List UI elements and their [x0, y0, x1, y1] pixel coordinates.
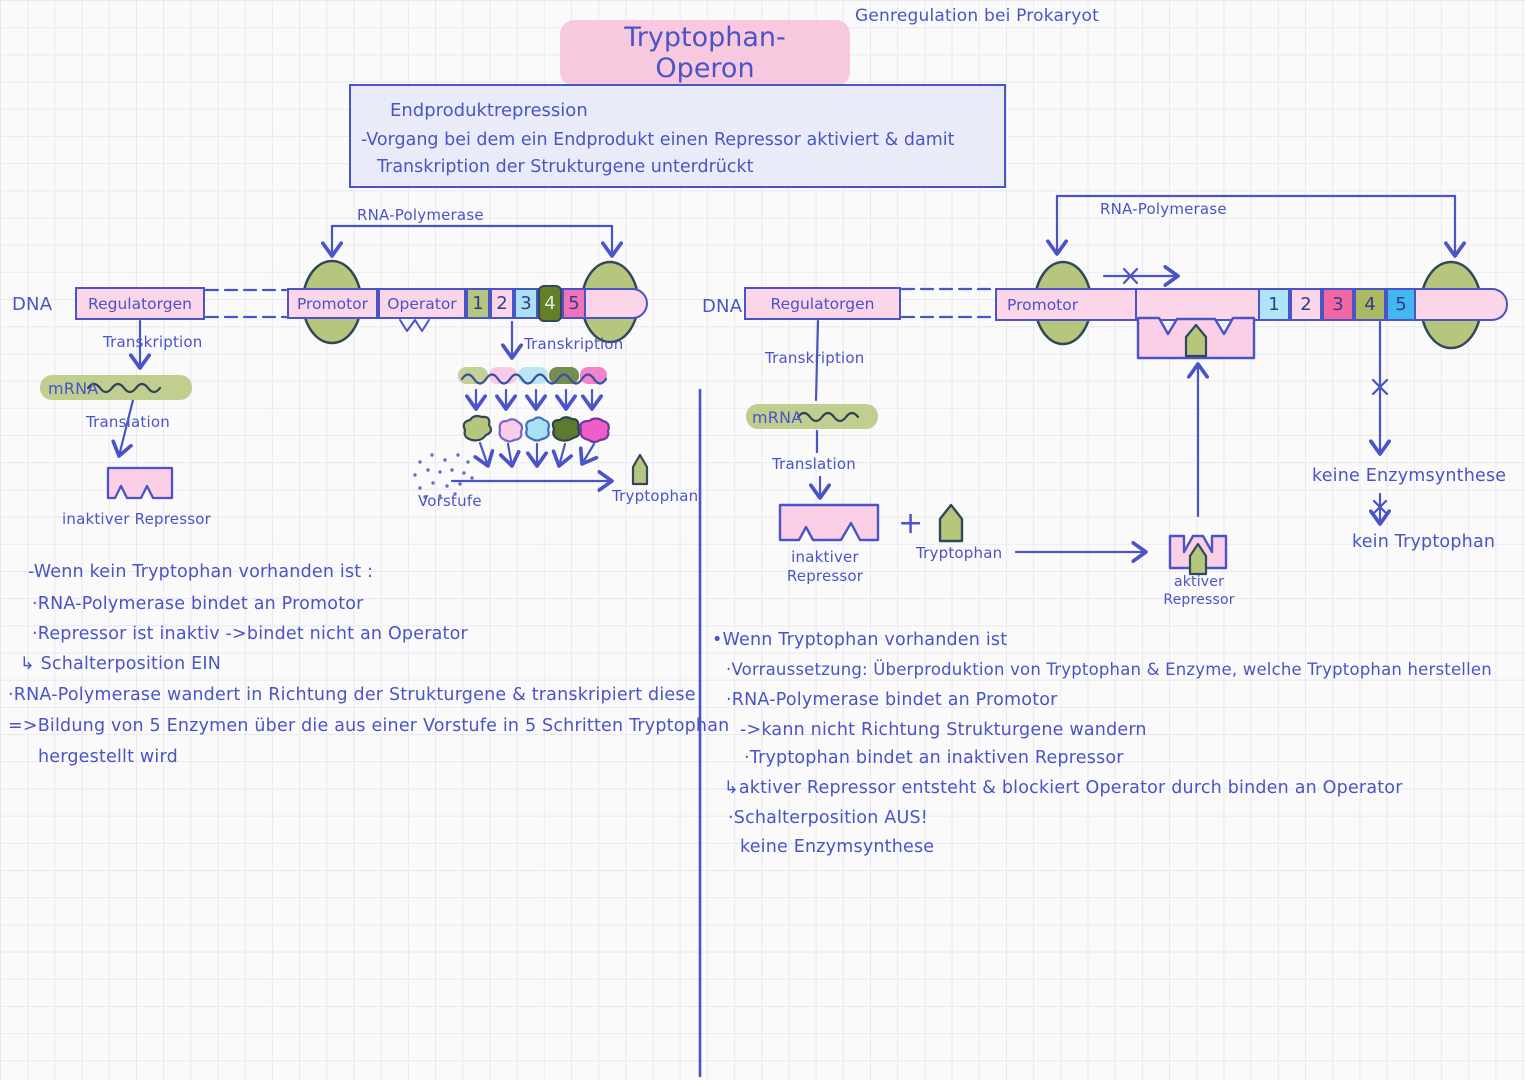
active-repressor-label: aktiver Repressor — [1163, 574, 1235, 608]
inactive-repressor-label-left: inaktiver Repressor — [62, 510, 211, 528]
transkription2-label-left: Transkription — [524, 335, 624, 353]
right-note-line: ↳aktiver Repressor entsteht & blockiert … — [724, 778, 1403, 798]
tryptophan-label-left: Tryptophan — [612, 487, 699, 505]
right-note-line: ->kann nicht Richtung Strukturgene wande… — [740, 720, 1147, 740]
bound-active-repressor-shape — [1136, 316, 1256, 360]
definition-line: -Vorgang bei dem ein Endprodukt einen Re… — [361, 130, 955, 150]
dna-label-left: DNA — [12, 294, 53, 315]
gene-box-4-left: 4 — [538, 285, 562, 322]
enzyme-blob-3 — [525, 416, 550, 442]
rna-polymerase-label-left: RNA-Polymerase — [357, 206, 484, 224]
gene-number: 1 — [472, 293, 484, 314]
definition-box: Endproduktrepression -Vorgang bei dem ei… — [349, 84, 1006, 188]
tryptophan-molecule — [938, 503, 964, 543]
gene-number: 5 — [568, 293, 580, 314]
gene-box-5-left: 5 — [562, 288, 586, 319]
gene-number: 5 — [1395, 294, 1407, 315]
tryptophan-label-right: Tryptophan — [916, 544, 1003, 562]
left-note-line: ·RNA-Polymerase wandert in Richtung der … — [8, 685, 696, 705]
inactive-repressor-shape — [106, 466, 174, 500]
mrna-label-left: mRNA — [48, 379, 99, 398]
page-title-text: Tryptophan-Operon — [560, 20, 850, 86]
gene-box-2-left: 2 — [490, 288, 514, 319]
promotor-label: Promotor — [296, 294, 369, 313]
active-repressor-shape — [1168, 534, 1228, 570]
dna-label-right: DNA — [702, 296, 743, 317]
polycistronic-mrna — [458, 367, 608, 385]
page-title: Tryptophan-Operon — [560, 20, 850, 93]
corner-note: Genregulation bei Prokaryot — [855, 6, 1099, 26]
right-note-line: ·Tryptophan bindet an inaktiven Represso… — [744, 748, 1124, 768]
regulator-gene-label: Regulatorgen — [770, 294, 875, 313]
operator-box-left: Operator — [378, 288, 466, 319]
left-note-line: ·RNA-Polymerase bindet an Promotor — [32, 594, 364, 614]
gene-box-1-right: 1 — [1258, 288, 1290, 321]
transkription-label-left: Transkription — [103, 333, 203, 351]
enzyme-blobs — [462, 414, 610, 444]
right-note-line: ·Schalterposition AUS! — [728, 808, 928, 828]
left-note-line: -Wenn kein Tryptophan vorhanden ist : — [28, 562, 374, 582]
tryptophan-molecule — [1188, 542, 1208, 576]
gene-number: 3 — [1332, 294, 1344, 315]
right-note-line: •Wenn Tryptophan vorhanden ist — [712, 630, 1008, 650]
definition-line: Transkription der Strukturgene unterdrüc… — [377, 157, 754, 177]
gene-box-3-left: 3 — [514, 288, 538, 319]
tryptophan-molecule — [631, 453, 649, 486]
gene-box-3-right: 3 — [1322, 288, 1354, 321]
gene-box-5-right: 5 — [1386, 288, 1416, 321]
tryptophan-molecule — [1184, 323, 1208, 358]
inactive-repressor-label-right: inaktiver Repressor — [786, 548, 864, 585]
no-tryptophan-label: kein Tryptophan — [1352, 532, 1496, 552]
right-note-line: keine Enzymsynthese — [740, 837, 935, 857]
transkription-label-right: Transkription — [765, 349, 865, 367]
gene-number: 4 — [544, 293, 556, 314]
gene-number: 2 — [1300, 294, 1312, 315]
inactive-repressor-shape — [778, 503, 880, 542]
enzyme-blob-2 — [498, 418, 524, 443]
vorstufe-label: Vorstufe — [418, 492, 482, 510]
no-enzyme-synthesis-label: keine Enzymsynthese — [1312, 466, 1507, 486]
left-note-line: ·Repressor ist inaktiv ->bindet nicht an… — [32, 624, 468, 644]
promotor-label: Promotor — [1007, 295, 1079, 314]
translation-label-right: Translation — [772, 455, 856, 473]
promotor-box-left: Promotor — [287, 288, 378, 319]
enzyme-blob-5 — [579, 417, 610, 444]
left-note-line: ↳ Schalterposition EIN — [20, 654, 222, 674]
definition-heading: Endproduktrepression — [390, 100, 588, 121]
enzyme-blob-1 — [462, 414, 493, 442]
gene-number: 4 — [1364, 294, 1376, 315]
gene-number: 2 — [496, 293, 508, 314]
gene-box-1-left: 1 — [466, 288, 490, 319]
gene-box-4-right: 4 — [1354, 288, 1386, 321]
translation-label-left: Translation — [86, 413, 170, 431]
enzyme-blob-4 — [551, 416, 581, 442]
promotor-box-right: Promotor — [995, 288, 1137, 321]
gene-box-2-right: 2 — [1290, 288, 1322, 321]
left-note-line: =>Bildung von 5 Enzymen über die aus ein… — [8, 716, 730, 736]
regulator-gene-label: Regulatorgen — [88, 294, 192, 313]
right-note-line: ·RNA-Polymerase bindet an Promotor — [726, 690, 1058, 710]
regulator-gene-box-right: Regulatorgen — [744, 287, 901, 320]
right-note-line: ·Vorraussetzung: Überproduktion von Tryp… — [726, 660, 1492, 679]
rna-polymerase-label-right: RNA-Polymerase — [1100, 200, 1227, 218]
gene-number: 3 — [520, 293, 532, 314]
regulator-gene-box-left: Regulatorgen — [75, 287, 205, 320]
operator-label: Operator — [387, 294, 457, 313]
left-note-line: hergestellt wird — [38, 747, 178, 767]
gene-number: 1 — [1268, 294, 1280, 315]
plus-sign: + — [898, 506, 924, 541]
mrna-label-right: mRNA — [752, 408, 803, 427]
